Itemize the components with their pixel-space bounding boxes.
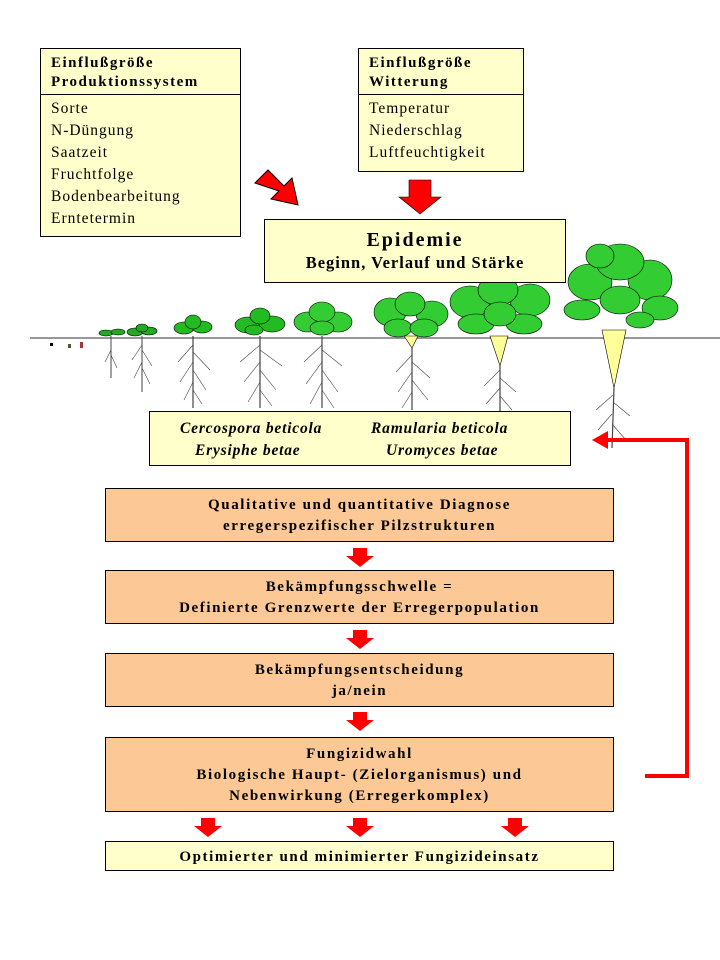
production-header-line1: Einflußgröße [51, 55, 155, 71]
weather-header-line1: Einflußgröße [369, 55, 473, 71]
seed-stage [50, 342, 83, 348]
arrow-step3-to-step4 [346, 712, 374, 731]
step-diagnosis-box: Qualitative und quantitative Diagnose er… [105, 488, 614, 542]
seedling-stage-1 [98, 328, 126, 378]
step-threshold-line1: Bekämpfungsschwelle = [265, 579, 454, 595]
result-box: Optimierter und minimierter Fungizideins… [105, 841, 614, 871]
weather-factor-list: Temperatur Niederschlag Luftfeuchtigkeit [359, 95, 523, 164]
arrow-step1-to-step2 [346, 548, 374, 567]
production-factor: Saatzeit [51, 144, 109, 161]
epidemic-title: Epidemie [366, 229, 464, 251]
arrow-production-to-epidemic [254, 169, 299, 206]
production-factor: Erntetermin [51, 210, 137, 227]
plant-stage-8 [563, 243, 679, 449]
pathogen-box: Cercospora beticola Ramularia beticola E… [149, 411, 571, 466]
arrow-to-result-right [501, 818, 529, 837]
weather-factor: Niederschlag [369, 122, 463, 139]
weather-factor: Temperatur [369, 100, 451, 117]
arrow-to-result-center [346, 818, 374, 837]
step-fungicide-line3: Nebenwirkung (Erregerkomplex) [229, 788, 490, 804]
weather-box: Einflußgröße Witterung Temperatur Nieder… [358, 48, 524, 172]
production-system-header: Einflußgröße Produktionssystem [41, 49, 240, 95]
seedling-stage-2 [126, 323, 158, 392]
step-decision-box: Bekämpfungsentscheidung ja/nein [105, 653, 614, 707]
step-decision-line1: Bekämpfungsentscheidung [254, 662, 465, 678]
feedback-arrow [592, 431, 689, 778]
step-diagnosis-line1: Qualitative und quantitative Diagnose [208, 497, 511, 513]
step-decision-line2: ja/nein [331, 683, 388, 699]
pathogen-uromyces: Uromyces betae [386, 442, 499, 459]
plant-stage-5 [293, 301, 353, 409]
production-factor: Fruchtfolge [51, 166, 135, 183]
plant-stage-6 [373, 291, 449, 410]
young-plant-stage-3 [173, 314, 213, 408]
pathogen-erysiphe: Erysiphe betae [195, 442, 301, 459]
pathogen-ramularia: Ramularia beticola [371, 420, 509, 437]
arrow-to-result-left [194, 818, 222, 837]
production-system-box: Einflußgröße Produktionssystem Sorte N-D… [40, 48, 241, 237]
weather-factor: Luftfeuchtigkeit [369, 144, 486, 161]
arrow-step2-to-step3 [346, 630, 374, 649]
step-threshold-box: Bekämpfungsschwelle = Definierte Grenzwe… [105, 570, 614, 624]
production-factor: N-Düngung [51, 122, 135, 139]
step-diagnosis-line2: erregerspezifischer Pilzstrukturen [222, 518, 497, 534]
step-threshold-line2: Definierte Grenzwerte der Erregerpopulat… [179, 600, 540, 616]
step-fungicide-box: Fungizidwahl Biologische Haupt- (Zielorg… [105, 737, 614, 812]
production-factor: Sorte [51, 100, 89, 117]
pathogen-cercospora: Cercospora beticola [180, 420, 323, 437]
step-fungicide-line1: Fungizidwahl [306, 746, 413, 762]
result-text: Optimierter und minimierter Fungizideins… [179, 849, 540, 865]
production-factor: Bodenbearbeitung [51, 188, 181, 205]
young-plant-stage-4 [234, 307, 286, 408]
production-header-line2: Produktionssystem [51, 74, 199, 90]
step-fungicide-line2: Biologische Haupt- (Zielorganismus) und [196, 767, 523, 783]
epidemic-subtitle: Beginn, Verlauf und Stärke [305, 253, 525, 272]
weather-header: Einflußgröße Witterung [359, 49, 523, 95]
epidemic-box: Epidemie Beginn, Verlauf und Stärke [264, 219, 566, 283]
weather-header-line2: Witterung [369, 74, 449, 90]
production-factor-list: Sorte N-Düngung Saatzeit Fruchtfolge Bod… [41, 95, 240, 230]
plant-stage-7 [449, 274, 551, 412]
arrow-weather-to-epidemic [398, 179, 442, 215]
